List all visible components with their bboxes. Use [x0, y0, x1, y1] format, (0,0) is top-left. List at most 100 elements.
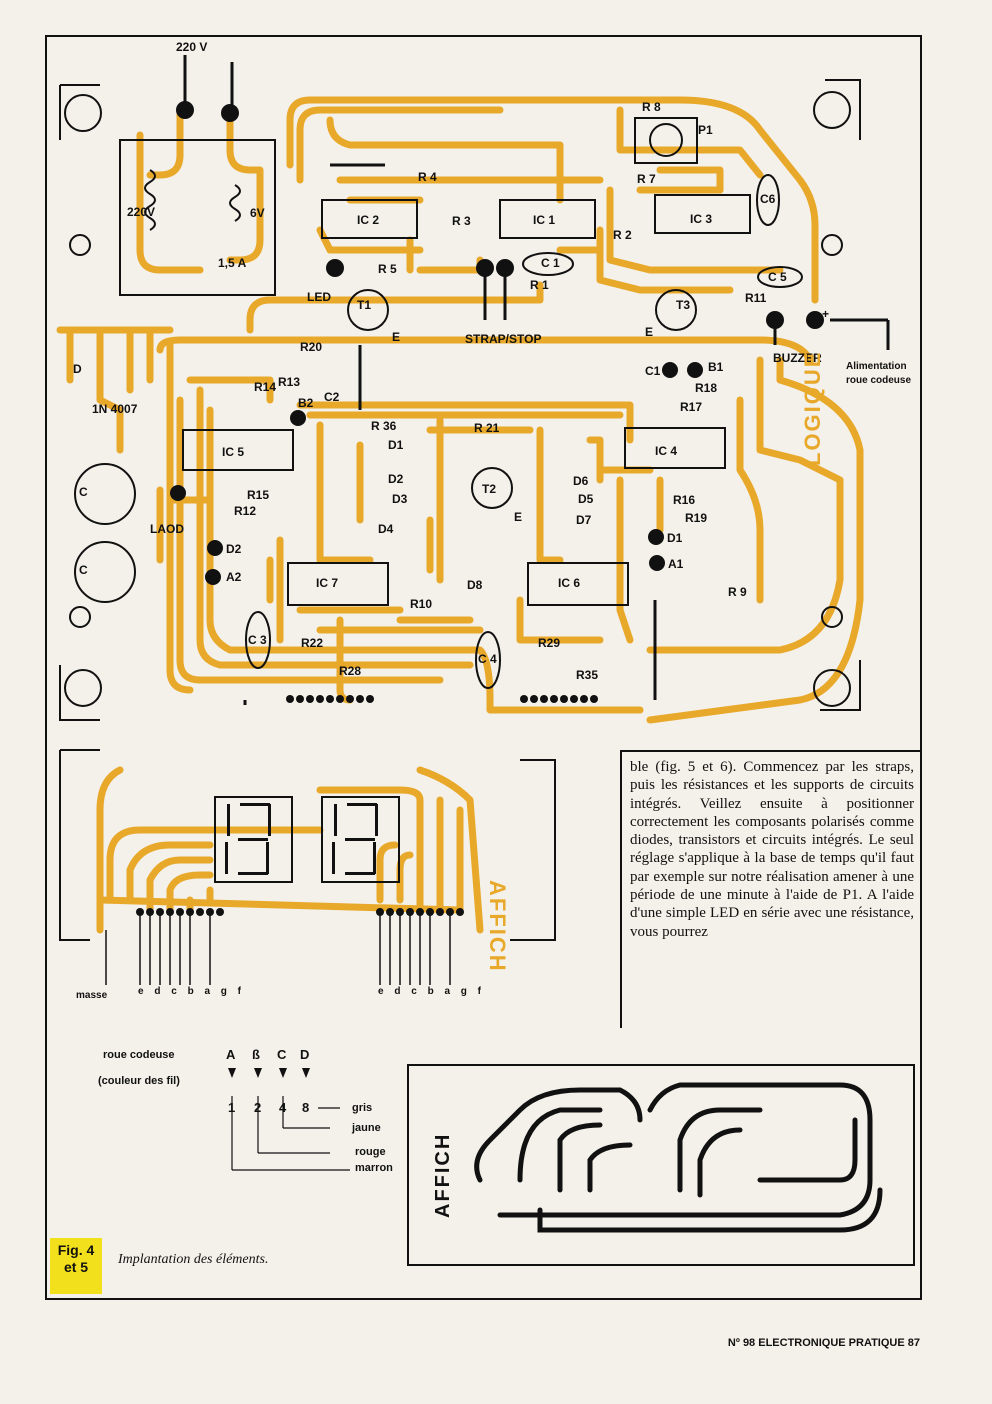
- ic-label: IC 5: [222, 445, 245, 459]
- figure-frame: [45, 35, 922, 1300]
- affich-mirror-label: AFFICH: [485, 880, 510, 973]
- wheel-number: 4: [279, 1100, 287, 1115]
- figure-caption: Implantation des éléments.: [118, 1252, 269, 1267]
- mains-label: 220 V: [176, 40, 208, 54]
- socket-label: C: [79, 563, 88, 577]
- cap-label: C 5: [768, 270, 787, 284]
- logique-label: LOGIQUE: [800, 350, 825, 466]
- point-label: D1: [667, 531, 683, 545]
- pot-label: P1: [698, 123, 713, 137]
- article-text: ble (fig. 5 et 6). Commencez par les str…: [630, 759, 914, 940]
- resistor-label: R 7: [637, 172, 656, 186]
- resistor-label: R29: [538, 636, 561, 650]
- ic-label: IC 7: [316, 576, 339, 590]
- point-label: A1: [668, 557, 684, 571]
- emitter-label: E: [645, 325, 654, 339]
- emitter-label: E: [514, 510, 523, 524]
- resistor-label: R19: [685, 511, 708, 525]
- resistor-label: R 21: [474, 421, 500, 435]
- cap-label: C 1: [541, 256, 560, 270]
- socket-label: C: [79, 485, 88, 499]
- wheel-number: 8: [302, 1100, 310, 1115]
- ic-label: IC 2: [357, 213, 380, 227]
- resistor-label: R16: [673, 493, 696, 507]
- resistor-label: R12: [234, 504, 257, 518]
- wheel-color: marron: [355, 1162, 393, 1174]
- transformer-secondary: 6V: [250, 206, 265, 220]
- resistor-label: R 2: [613, 228, 632, 242]
- diode-label: D8: [467, 578, 483, 592]
- plus-label: +: [822, 307, 830, 321]
- resistor-label: R 5: [378, 262, 397, 276]
- resistor-label: R10: [410, 597, 433, 611]
- resistor-label: R14: [254, 380, 277, 394]
- transistor-label: T1: [357, 298, 372, 312]
- segment-labels-right: e d c b a g f: [378, 986, 486, 997]
- resistor-label: R 4: [418, 170, 437, 184]
- cap-label: C6: [760, 192, 776, 206]
- resistor-label: R11: [745, 291, 767, 305]
- point-label: D2: [226, 542, 242, 556]
- resistor-label: R 1: [530, 278, 549, 292]
- wheel-subtitle: (couleur des fil): [98, 1075, 180, 1087]
- resistor-label: R28: [339, 664, 362, 678]
- led-label: LED: [307, 290, 331, 304]
- wheel-color: rouge: [355, 1146, 386, 1158]
- resistor-label: R13: [278, 375, 301, 389]
- ic-label: IC 6: [558, 576, 581, 590]
- point-label: C2: [324, 390, 340, 404]
- diode-label: D1: [388, 438, 404, 452]
- laod-label: LAOD: [150, 522, 184, 536]
- resistor-label: R15: [247, 488, 270, 502]
- wheel-color: gris: [352, 1102, 373, 1114]
- wheel-letter: D: [300, 1047, 310, 1062]
- wheel-title: roue codeuse: [103, 1049, 175, 1061]
- diode-label: D6: [573, 474, 589, 488]
- resistor-label: R18: [695, 381, 718, 395]
- diodes-label: 1N 4007: [92, 402, 138, 416]
- figure-tag-line1: Fig. 4: [57, 1242, 95, 1258]
- diode-label: D5: [578, 492, 594, 506]
- figure-tag-line2: et 5: [63, 1259, 89, 1275]
- buzzer-label: BUZZER: [773, 351, 822, 365]
- transformer-current: 1,5 A: [218, 256, 247, 270]
- emitter-label: E: [392, 330, 401, 344]
- wheel-number: 1: [228, 1100, 236, 1115]
- transformer-primary: 220V: [127, 205, 156, 219]
- transistor-label: T3: [676, 298, 691, 312]
- ic-label: IC 1: [533, 213, 556, 227]
- point-label: C1: [645, 364, 661, 378]
- wheel-letter: A: [226, 1047, 236, 1062]
- wheel-letter: ß: [252, 1047, 260, 1062]
- mini-pcb-label: AFFICH: [432, 1132, 454, 1218]
- resistor-label: R22: [301, 636, 324, 650]
- resistor-label: R20: [300, 340, 323, 354]
- diode-label: D7: [576, 513, 592, 527]
- point-label: B2: [298, 396, 314, 410]
- diode-label: D: [73, 362, 82, 376]
- wheel-number: 2: [254, 1100, 262, 1115]
- resistor-label: R 3: [452, 214, 471, 228]
- article-text-box: ble (fig. 5 et 6). Commencez par les str…: [620, 750, 922, 1028]
- transistor-label: T2: [482, 482, 497, 496]
- ic-label: IC 3: [690, 212, 713, 226]
- power-label: roue codeuse: [846, 375, 912, 386]
- resistor-label: R 8: [642, 100, 661, 114]
- figure-tag: Fig. 4 et 5: [50, 1238, 102, 1294]
- wheel-color: jaune: [352, 1122, 381, 1134]
- diode-label: D3: [392, 492, 408, 506]
- diode-label: D4: [378, 522, 394, 536]
- wheel-letter: C: [277, 1047, 287, 1062]
- resistor-label: R 9: [728, 585, 747, 599]
- resistor-label: R35: [576, 668, 599, 682]
- power-label: Alimentation: [846, 361, 907, 372]
- strap-stop-label: STRAP/STOP: [465, 332, 542, 346]
- masse-label: masse: [76, 990, 108, 1001]
- ic-label: IC 4: [655, 444, 678, 458]
- diode-label: D2: [388, 472, 404, 486]
- point-label: B1: [708, 360, 724, 374]
- page-footer: Nº 98 ELECTRONIQUE PRATIQUE 87: [727, 1337, 920, 1349]
- resistor-label: R 36: [371, 419, 397, 433]
- cap-label: C 4: [478, 652, 497, 666]
- segment-labels-left: e d c b a g f: [138, 986, 246, 997]
